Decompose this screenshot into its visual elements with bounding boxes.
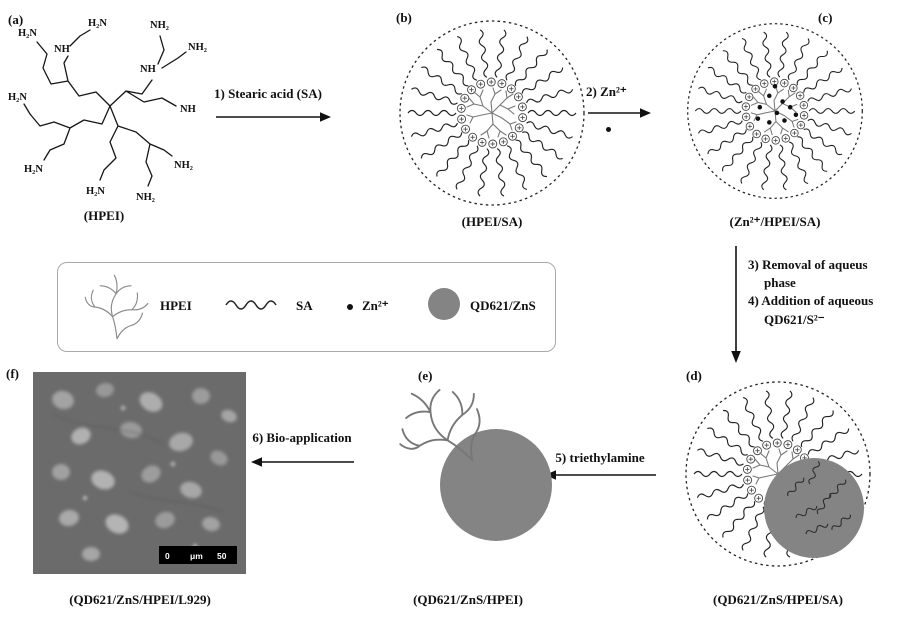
legend-qd-label: QD621/ZnS	[470, 298, 536, 313]
micelle-boundary	[687, 23, 863, 199]
arrow-step1	[216, 112, 331, 122]
micelle-qd-hpei-sa	[685, 381, 871, 567]
arrow-step6	[251, 457, 354, 467]
sa-on-sphere	[787, 477, 805, 497]
panel-e-caption: (QD621/ZnS/HPEI)	[413, 592, 523, 607]
panel-d-caption: (QD621/ZnS/HPEI/SA)	[712, 592, 844, 607]
charge-symbols	[456, 77, 528, 149]
panel-a-tag: (a)	[8, 12, 24, 27]
zn-ion-dots	[755, 84, 799, 125]
sa-on-sphere	[795, 505, 818, 519]
step3-line1: 3) Removal of aqueus	[748, 257, 868, 272]
sa-on-sphere	[816, 492, 832, 515]
step2-label: 2) Zn²⁺	[586, 84, 627, 99]
amine-label: NH	[54, 44, 70, 55]
qd-hpei-drawing	[399, 388, 552, 541]
step5-label: 5) triethylamine	[555, 450, 645, 465]
hpei-core	[750, 86, 799, 136]
sa-on-sphere	[829, 479, 847, 499]
hpei-structure-drawing: H₂N H₂N NH₂ NH NH₂ NH H₂N NH H₂N H₂N NH₂…	[8, 18, 207, 203]
panel-f-caption: (QD621/ZnS/HPEI/L929)	[69, 592, 211, 607]
arrow-step3-4	[731, 246, 741, 363]
panel-b-caption: (HPEI/SA)	[461, 214, 523, 229]
step6-label: 6) Bio-application	[252, 430, 352, 445]
fluorescence-micrograph: 0 μm 50	[33, 372, 246, 574]
amine-label: H₂N	[8, 92, 27, 103]
sa-chains	[407, 29, 577, 197]
amine-label: NH₂	[150, 20, 169, 31]
scale-bar: 0 μm 50	[159, 546, 237, 564]
amine-label: NH₂	[174, 160, 193, 171]
micelle-hpei-sa	[399, 20, 585, 206]
scale-start: 0	[165, 551, 170, 561]
scale-unit: μm	[190, 551, 203, 561]
scale-end: 50	[217, 551, 227, 561]
legend-sa-label: SA	[296, 298, 313, 313]
amine-label: H₂N	[88, 18, 107, 29]
step4-line1: 4) Addition of aqueous	[748, 293, 874, 309]
sa-on-sphere	[831, 514, 851, 531]
sa-on-sphere	[805, 523, 829, 535]
micelle-boundary	[399, 20, 585, 206]
qd-sphere-group	[764, 458, 864, 558]
legend-hpei-label: HPEI	[160, 298, 192, 313]
amine-label: NH	[140, 64, 156, 75]
panel-c-tag: (c)	[818, 10, 833, 25]
hpei-skeleton	[23, 29, 187, 187]
hpei-legend-icon	[84, 274, 149, 340]
step3-line2: phase	[764, 275, 796, 291]
amine-label: NH₂	[188, 42, 207, 53]
legend	[57, 262, 556, 352]
panel-e-tag: (e)	[418, 368, 433, 383]
hpei-branch-icon	[84, 274, 149, 340]
hpei-branch	[399, 388, 481, 462]
sa-on-sphere	[808, 461, 820, 485]
amine-label: H₂N	[86, 186, 105, 197]
panel-f-tag: (f)	[6, 366, 19, 381]
panel-c-caption: (Zn²⁺/HPEI/SA)	[729, 214, 821, 229]
step1-label: 1) Stearic acid (SA)	[214, 86, 322, 101]
qd-sphere	[764, 458, 864, 558]
step4-line2: QD621/S²⁻	[764, 311, 825, 327]
amine-label: H₂N	[18, 28, 37, 39]
amine-label: H₂N	[24, 164, 43, 175]
charge-symbols	[741, 77, 809, 145]
wavy-line-icon	[225, 300, 277, 310]
panel-d-tag: (d)	[686, 368, 702, 383]
zn-legend-icon	[347, 304, 353, 310]
cell-blobs	[52, 382, 237, 561]
sa-chains	[694, 31, 856, 191]
zn-ion-dot	[606, 127, 611, 132]
arrow-step2	[588, 108, 651, 118]
step3-4-label: 3) Removal of aqueus phase 4) Addition o…	[748, 256, 873, 329]
micelle-boundary	[685, 381, 871, 567]
hpei-core	[466, 87, 517, 139]
amine-label: NH	[180, 104, 196, 115]
legend-zn-label: Zn²⁺	[362, 298, 389, 313]
panel-a-caption: (HPEI)	[83, 208, 125, 223]
amine-label: NH₂	[136, 192, 155, 203]
panel-b-tag: (b)	[396, 10, 412, 25]
sa-legend-icon	[225, 300, 277, 310]
micelle-zn-hpei-sa	[687, 23, 863, 199]
qd-legend-icon	[428, 288, 460, 320]
